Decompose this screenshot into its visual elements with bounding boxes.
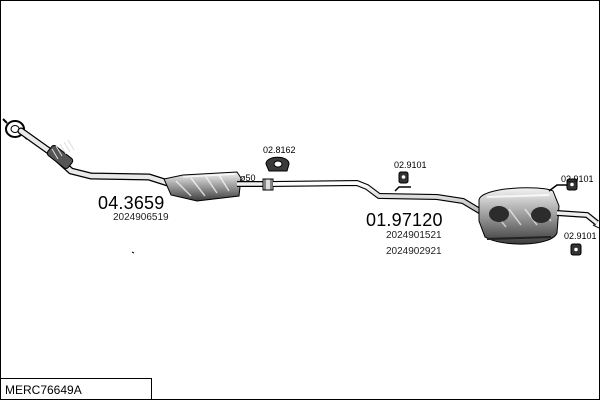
hanger-1-number: 02.9101 bbox=[394, 160, 427, 170]
mounting-ring bbox=[265, 156, 290, 172]
hanger-hook-rear-top bbox=[548, 184, 567, 192]
hanger-2-rubber bbox=[566, 178, 578, 191]
front-section-number: 04.3659 bbox=[98, 193, 165, 213]
rear-section-oem-2: 2024902921 bbox=[386, 246, 442, 257]
front-section-oem: 2024906519 bbox=[113, 212, 169, 223]
pipe-diameter-label: ø50 bbox=[240, 173, 256, 183]
hanger-2-number: 02.9101 bbox=[561, 174, 594, 184]
rear-section-number: 01.97120 bbox=[366, 210, 443, 230]
rear-section-oem-1: 2024901521 bbox=[386, 230, 442, 241]
front-silencer bbox=[163, 171, 242, 202]
hanger-3-number: 02.9101 bbox=[564, 231, 597, 241]
clamp-number: 02.8162 bbox=[263, 145, 296, 155]
rear-silencer bbox=[478, 187, 560, 245]
clamp bbox=[262, 178, 274, 191]
hanger-3-rubber bbox=[570, 243, 582, 256]
diagram-title: MERC76649A bbox=[5, 383, 82, 397]
title-box: MERC76649A bbox=[1, 378, 152, 399]
flex-joint bbox=[46, 139, 75, 170]
hanger-1-rubber bbox=[398, 171, 409, 184]
hanger-hook-middle bbox=[394, 186, 411, 192]
tick-mark bbox=[131, 251, 135, 254]
